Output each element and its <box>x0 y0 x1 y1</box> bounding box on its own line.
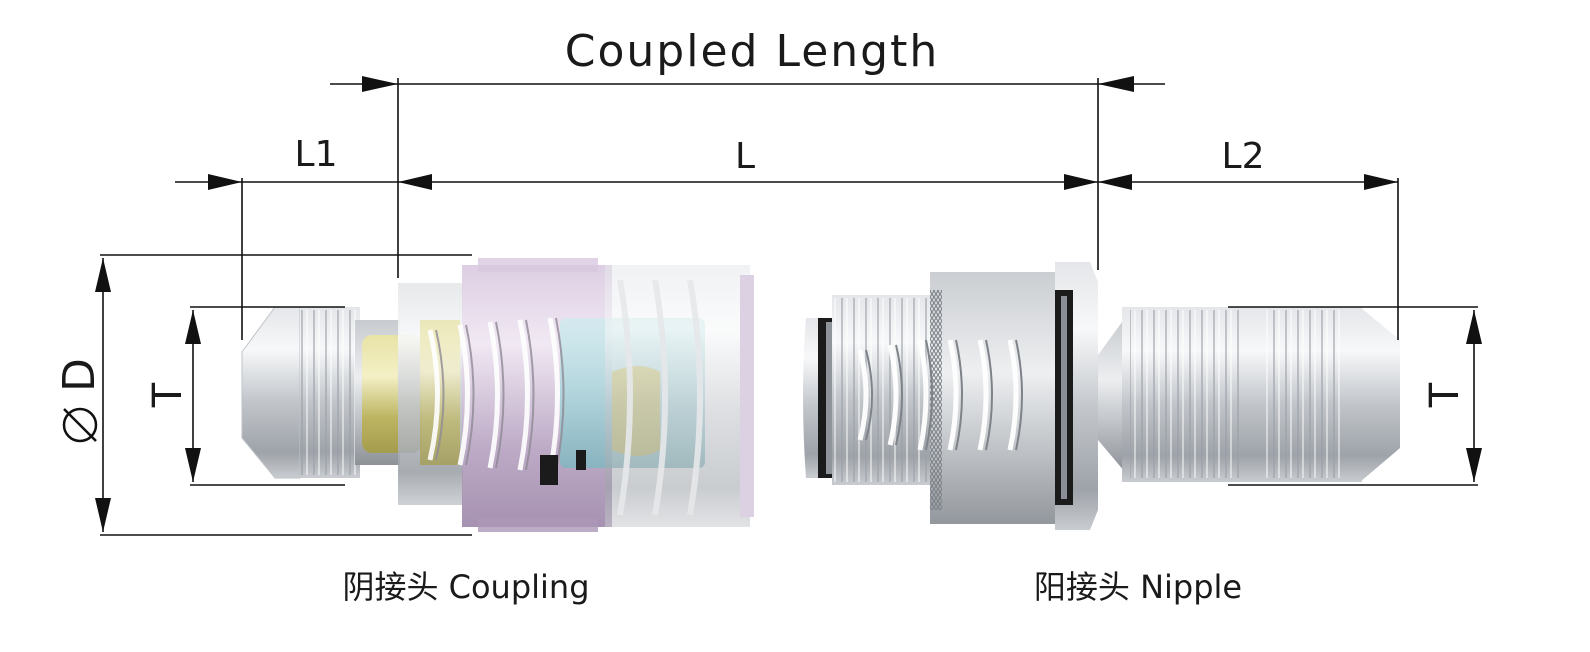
coupling-caption: 阴接头 Coupling <box>342 568 589 606</box>
nipple-caption: 阳接头 Nipple <box>1034 568 1242 606</box>
l2-label: L2 <box>1222 136 1265 177</box>
diameter-label-group: D <box>54 358 105 443</box>
coupling-body <box>241 258 754 532</box>
diameter-label: D <box>54 358 105 392</box>
coupling-spring <box>427 317 560 473</box>
l1-label: L1 <box>295 134 338 175</box>
thread-right-label: T <box>1422 382 1468 408</box>
arrowheads <box>95 76 1482 532</box>
l-label: L <box>735 136 755 177</box>
thread-right-group: T <box>1422 382 1468 408</box>
thread-left-label: T <box>145 382 191 408</box>
circle-slash-icon <box>62 407 98 443</box>
coupled-length-label: Coupled Length <box>565 26 939 77</box>
thread-left-group: T <box>145 382 191 408</box>
nipple-spring <box>857 339 1019 451</box>
nipple-body <box>803 262 1400 530</box>
